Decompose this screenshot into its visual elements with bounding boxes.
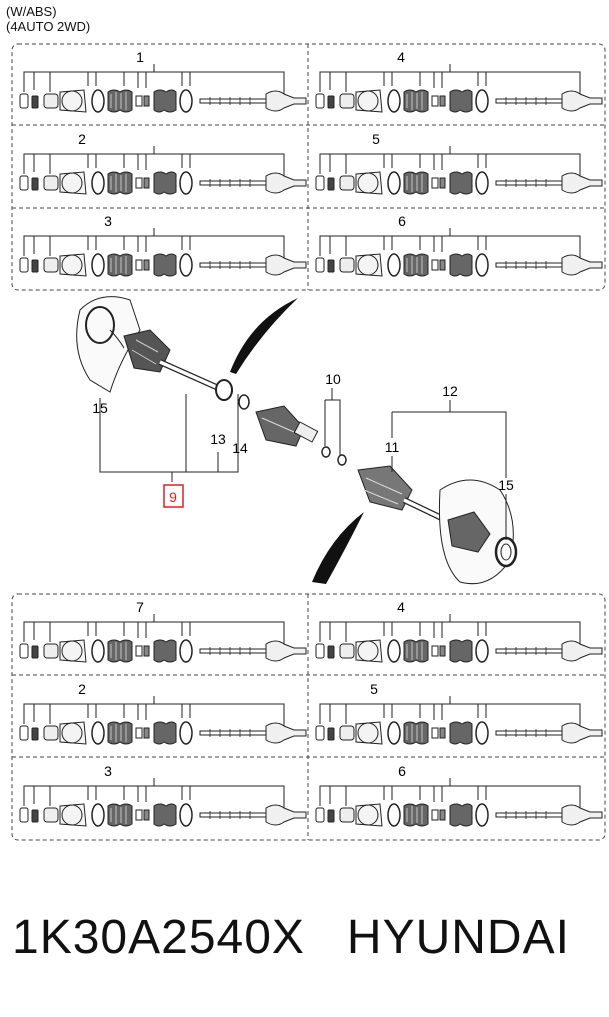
header-line-2: (4AUTO 2WD) bbox=[6, 19, 91, 34]
callout-15-left: 15 bbox=[92, 400, 108, 416]
callout-3-bottom: 3 bbox=[104, 763, 112, 779]
driveshaft-diagram: 1 4 2 5 3 6 bbox=[11, 43, 606, 841]
callout-12: 12 bbox=[442, 383, 458, 399]
callout-15-right: 15 bbox=[498, 477, 514, 493]
callout-14: 14 bbox=[232, 440, 248, 456]
callout-1: 1 bbox=[136, 49, 144, 65]
center-exploded-view bbox=[76, 296, 518, 585]
callout-9: 9 bbox=[169, 489, 177, 505]
callout-13: 13 bbox=[210, 431, 226, 447]
callout-3: 3 bbox=[104, 213, 112, 229]
callout-5: 5 bbox=[372, 131, 380, 147]
callout-5-bottom: 5 bbox=[370, 681, 378, 697]
callout-10: 10 bbox=[325, 371, 341, 387]
callout-9-highlight-box bbox=[163, 484, 184, 508]
callout-11: 11 bbox=[385, 439, 400, 455]
callout-7: 7 bbox=[136, 599, 144, 615]
footer: 1K30A2540X HYUNDAI bbox=[12, 908, 602, 968]
header-line-1: (W/ABS) bbox=[6, 4, 57, 19]
callout-6: 6 bbox=[398, 213, 406, 229]
part-number: 1K30A2540X bbox=[12, 911, 305, 964]
callout-6-bottom: 6 bbox=[398, 763, 406, 779]
callout-4: 4 bbox=[397, 49, 405, 65]
brand-name: HYUNDAI bbox=[346, 911, 570, 964]
callout-2: 2 bbox=[78, 131, 86, 147]
callout-2-bottom: 2 bbox=[78, 681, 86, 697]
callout-4-bottom: 4 bbox=[397, 599, 405, 615]
